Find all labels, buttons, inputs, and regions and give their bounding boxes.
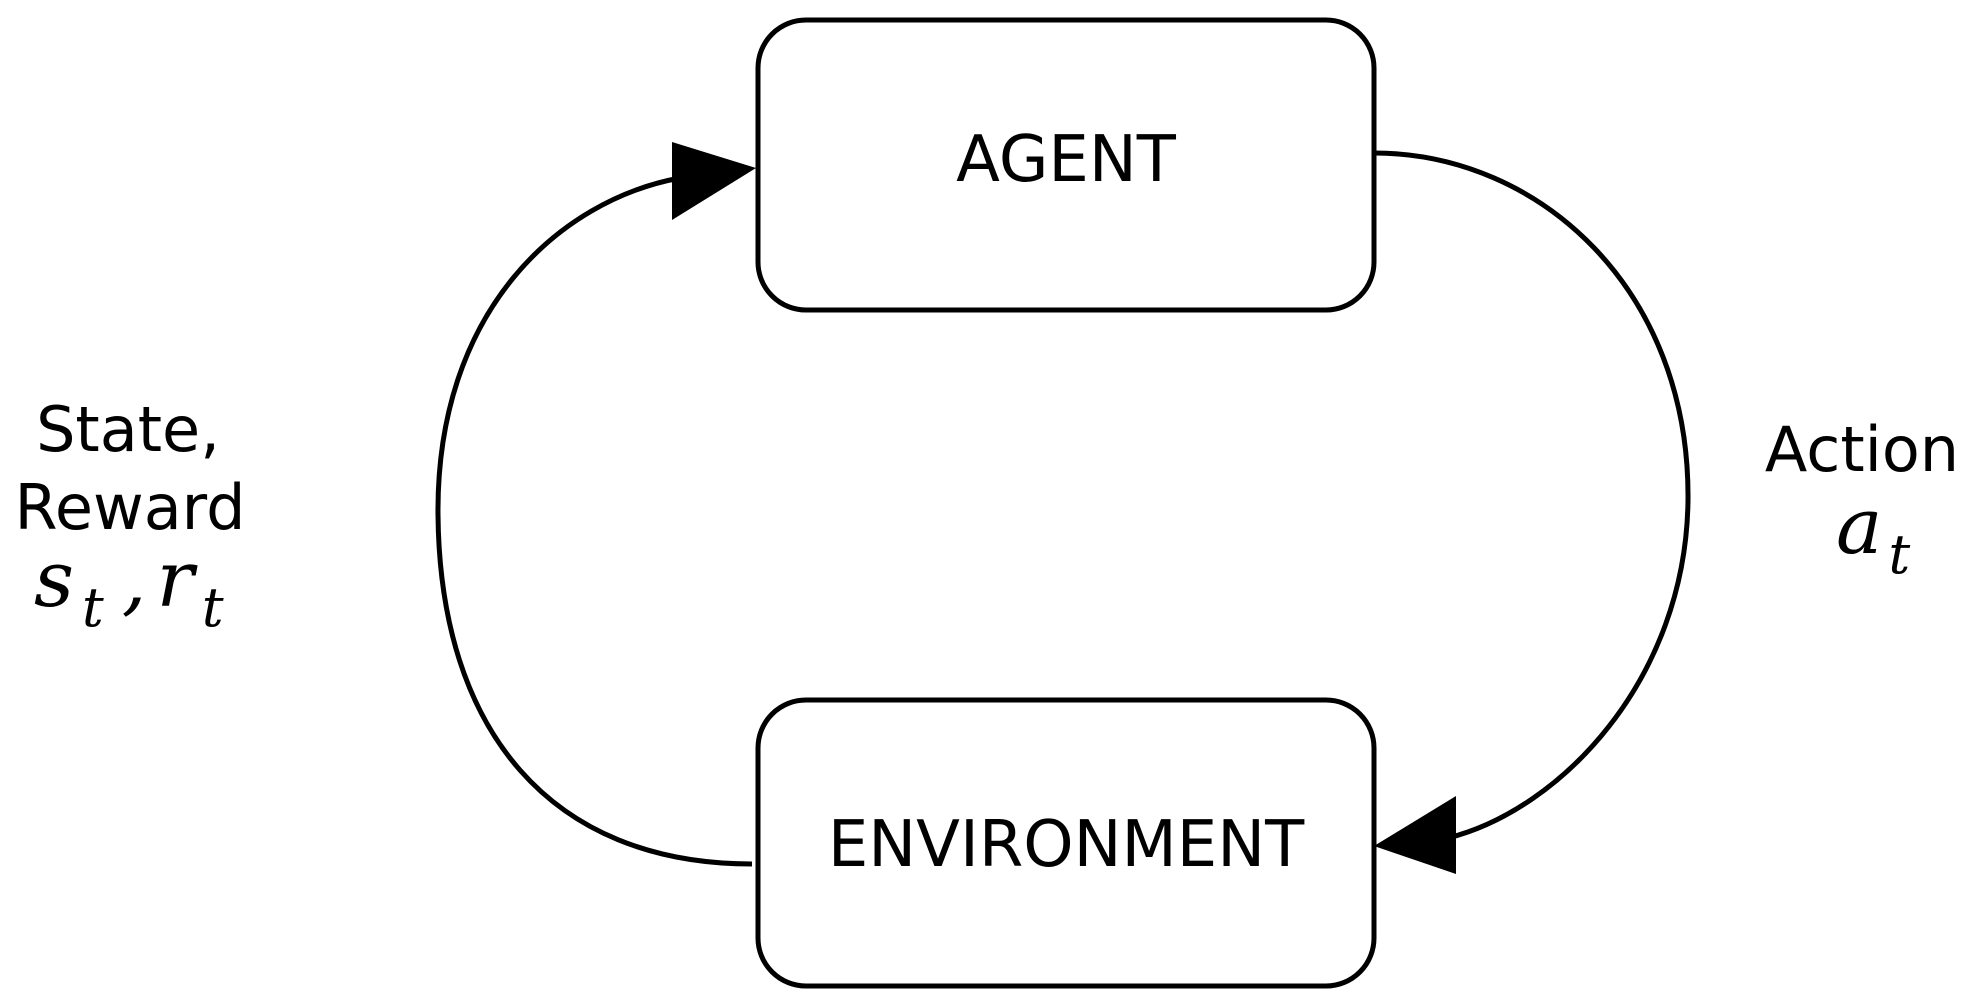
state-reward-arrowhead [672, 142, 756, 220]
action-symbol: a [1836, 482, 1883, 572]
environment-node: ENVIRONMENT [755, 697, 1377, 989]
state-label: State, [36, 393, 220, 466]
action-label: Action [1765, 413, 1959, 486]
action-subscript: t [1889, 523, 1911, 586]
agent-box [755, 17, 1377, 313]
reward-symbol: r [157, 535, 199, 625]
formula-separator: , [122, 535, 147, 625]
action-arrow [1373, 150, 1691, 874]
action-arrowhead [1374, 796, 1456, 874]
state-symbol: s [34, 535, 74, 625]
environment-label: ENVIRONMENT [828, 808, 1305, 882]
action-arc [1373, 150, 1691, 841]
agent-node: AGENT [755, 17, 1377, 313]
reward-label: Reward [15, 471, 246, 544]
state-subscript: t [82, 576, 104, 639]
reward-subscript: t [202, 576, 224, 639]
agent-label: AGENT [956, 123, 1177, 197]
environment-box [755, 697, 1377, 989]
state-reward-arrow [435, 142, 756, 867]
state-reward-arc [435, 175, 753, 867]
